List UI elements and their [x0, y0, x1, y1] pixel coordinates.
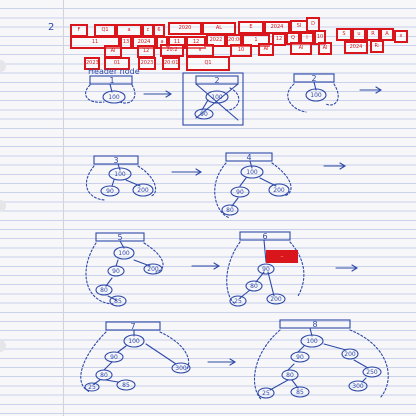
node-value: 85 [114, 298, 122, 305]
page-number: 2 [48, 22, 55, 33]
ocr-word[interactable]: Q [286, 32, 300, 45]
node-value: 90 [106, 188, 114, 195]
node-value: 90 [262, 266, 270, 273]
node-value: 25 [262, 390, 270, 397]
node-value: 200 [273, 187, 285, 194]
node-value: 25 [88, 384, 96, 391]
node-value: 85 [296, 389, 304, 396]
ocr-word[interactable]: u [352, 28, 366, 41]
node-value: 90 [296, 354, 304, 361]
ocr-word[interactable]: 20:2 [160, 44, 184, 57]
ocr-word[interactable]: .. [266, 250, 298, 263]
binder-hole [0, 200, 6, 212]
node-value: 100 [306, 338, 318, 345]
binder-hole [0, 60, 6, 72]
step-label: 5 [117, 233, 122, 242]
ocr-word[interactable]: D [306, 17, 320, 32]
step-label: 3 [113, 156, 118, 165]
node-value: 25 [234, 298, 242, 305]
node-value: 90 [110, 354, 118, 361]
node-value: 100 [114, 171, 126, 178]
step-label: 6 [262, 232, 267, 241]
header-node-note: Header node [88, 67, 140, 76]
header-box [89, 75, 133, 85]
ocr-word[interactable]: 2023 [138, 57, 156, 70]
ocr-word[interactable]: Q1 [186, 56, 230, 71]
margin-line [63, 0, 64, 416]
ocr-word[interactable]: 13 [120, 36, 132, 49]
ocr-word[interactable]: 12 [272, 33, 286, 46]
step-label: 1 [109, 76, 114, 85]
ocr-word[interactable]: 2023 [84, 57, 100, 70]
node-value: 85 [122, 382, 130, 389]
ocr-word[interactable]: 2022 [206, 34, 226, 47]
ocr-word[interactable]: Al [318, 42, 332, 55]
step-label: 2 [214, 76, 219, 85]
node-value: 80 [100, 372, 108, 379]
ocr-word[interactable]: 2020 [168, 22, 202, 35]
node-value: 200 [344, 351, 356, 358]
ocr-word[interactable]: E [238, 21, 264, 34]
ocr-word[interactable]: 10 [230, 44, 252, 57]
node-value: 100 [118, 250, 130, 257]
node-value: 300 [175, 365, 187, 372]
step-label: 8 [312, 320, 317, 329]
step-label: 4 [246, 153, 251, 162]
ocr-word[interactable]: Al [290, 42, 312, 55]
node-value: 90 [112, 268, 120, 275]
ocr-word[interactable]: Al [258, 43, 274, 56]
ocr-word[interactable]: x [394, 30, 408, 43]
node-value: 80 [250, 283, 258, 290]
node-value: 90 [236, 189, 244, 196]
ocr-word[interactable]: S [336, 28, 352, 41]
ocr-word[interactable]: I [300, 32, 314, 45]
node-value: 100 [108, 94, 120, 101]
node-value: 80 [226, 207, 234, 214]
node-value: 100 [128, 338, 140, 345]
node-value: 300 [352, 383, 364, 390]
ocr-word[interactable]: 20:01 [162, 57, 180, 70]
ocr-word[interactable]: 20:00 [226, 34, 242, 47]
ocr-word[interactable]: 2024 [344, 41, 368, 54]
node-value: 100 [246, 169, 258, 176]
node-value: 100 [211, 94, 223, 101]
node-value: 200 [270, 296, 282, 303]
ocr-word[interactable]: 01 [104, 57, 130, 70]
ocr-word[interactable]: 10 [314, 30, 326, 45]
node-value: 90 [200, 111, 208, 118]
node-value: 200 [137, 187, 149, 194]
ocr-word[interactable]: R: [370, 40, 384, 53]
node-value: 80 [100, 287, 108, 294]
binder-hole [0, 340, 6, 352]
step-label: 7 [130, 322, 135, 331]
ocr-word[interactable]: A [380, 28, 394, 41]
step-label: 2 [311, 74, 316, 83]
node-value: 80 [286, 372, 294, 379]
node-value: 250 [366, 369, 378, 376]
node-value: 100 [310, 92, 322, 99]
node-value: 200 [147, 266, 159, 273]
